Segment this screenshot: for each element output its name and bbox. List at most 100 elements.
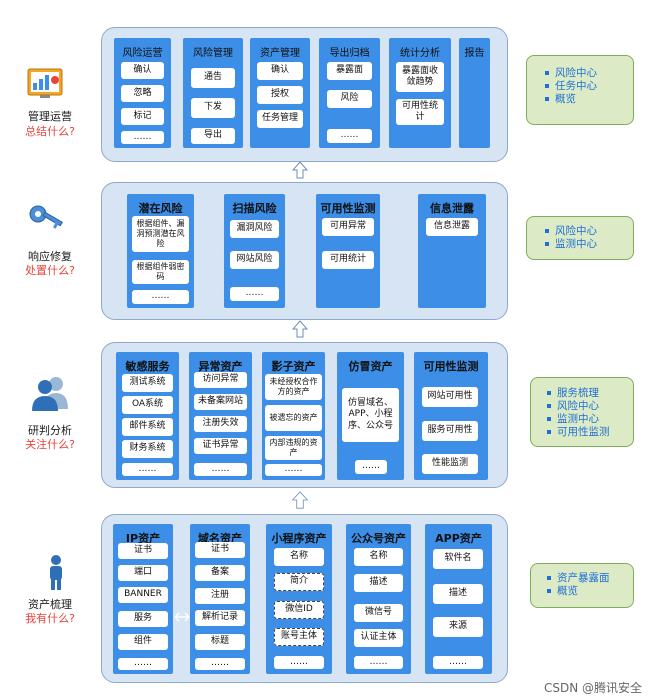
item-box: 确认 — [257, 62, 303, 80]
item-box: 信息泄露 — [426, 218, 478, 236]
item-box: 可用性统计 — [396, 99, 444, 125]
item-box: 访问异常 — [194, 372, 247, 388]
item-box: 微信ID — [274, 601, 324, 619]
item-box: …… — [265, 464, 322, 476]
item-box: 测试系统 — [122, 374, 173, 392]
item-box: 根据组件弱密码 — [132, 260, 189, 284]
item-box: 解析记录 — [195, 610, 245, 626]
item-box: 未备案网站 — [194, 394, 247, 410]
column-shadow-asset: 影子资产 未经授权合作方的资产 被遗忘的资产 内部违规的资产 …… — [262, 352, 325, 480]
output-item: 风险中心 — [545, 67, 633, 80]
layer-title-manage: 管理运营 — [28, 110, 72, 123]
column-availability: 可用性监测 可用异常 可用统计 — [316, 194, 380, 308]
item-box: 确认 — [121, 62, 164, 79]
output-item: 概览 — [547, 585, 633, 598]
column-title: IP资产 — [125, 532, 161, 545]
item-box: 服务可用性 — [422, 421, 478, 441]
layer-question-analyze: 关注什么? — [25, 438, 75, 451]
item-box: 风险 — [327, 90, 372, 108]
column-title: 可用性监测 — [423, 360, 479, 373]
item-box: 导出 — [191, 128, 235, 144]
item-box: 财务系统 — [122, 440, 173, 458]
item-box: 服务 — [118, 611, 168, 627]
item-box: 仿冒域名、APP、小程序、公众号 — [342, 388, 399, 442]
item-box: 备案 — [195, 565, 245, 581]
item-box: 描述 — [433, 584, 483, 604]
double-arrow-icon — [174, 612, 190, 622]
column-risk-manage: 风险管理 通告 下发 导出 — [183, 38, 243, 148]
item-box: 名称 — [274, 548, 324, 566]
up-arrow-icon — [291, 161, 309, 179]
item-box: 可用异常 — [322, 218, 374, 236]
output-box-analyze: 服务梳理 风险中心 监测中心 可用性监测 — [530, 377, 634, 447]
item-box: 简介 — [274, 573, 324, 591]
layer-question-respond: 处置什么? — [25, 264, 75, 277]
output-box-manage: 风险中心 任务中心 概览 — [526, 55, 634, 125]
column-asset-manage: 资产管理 确认 授权 任务管理 — [250, 38, 310, 148]
watermark: CSDN @腾讯安全 — [543, 681, 642, 695]
output-item: 监测中心 — [545, 238, 633, 251]
item-box: …… — [327, 129, 372, 143]
item-box: 授权 — [257, 86, 303, 104]
column-app-asset: APP资产 软件名 描述 来源 …… — [425, 524, 492, 674]
item-box: 证书 — [195, 542, 245, 558]
column-title: 敏感服务 — [125, 360, 170, 373]
item-box: 暴露面收敛趋势 — [396, 62, 444, 92]
item-box: 软件名 — [433, 549, 483, 569]
item-box: 证书异常 — [194, 438, 247, 454]
item-box: 标记 — [121, 108, 164, 125]
item-box: 下发 — [191, 98, 235, 118]
item-box: …… — [433, 656, 483, 669]
layer-title-analyze: 研判分析 — [28, 424, 72, 437]
item-box: 描述 — [354, 574, 403, 592]
column-title: 异常资产 — [198, 360, 243, 373]
item-box: …… — [118, 658, 168, 670]
item-box: 任务管理 — [257, 110, 303, 128]
item-box: 账号主体 — [274, 628, 324, 646]
item-box: 名称 — [354, 548, 403, 566]
item-box: …… — [122, 463, 173, 476]
item-box: 根据组件、漏洞预测潜在风险 — [132, 216, 189, 252]
output-item: 概览 — [545, 93, 633, 106]
item-box: …… — [354, 656, 403, 669]
column-miniprogram-asset: 小程序资产 名称 简介 微信ID 账号主体 …… — [266, 524, 332, 674]
person-icon — [50, 555, 62, 590]
up-arrow-icon — [291, 491, 309, 509]
column-domain-asset: 域名资产 证书 备案 注册 解析记录 标题 …… — [190, 524, 250, 674]
output-item: 风险中心 — [547, 400, 633, 413]
item-box: 内部违规的资产 — [265, 436, 322, 460]
layer-question-manage: 总结什么? — [25, 125, 75, 138]
item-box: …… — [132, 290, 189, 304]
item-box: …… — [274, 656, 324, 669]
item-box: 网站风险 — [230, 251, 279, 269]
item-box: 认证主体 — [354, 629, 403, 647]
item-box: 邮件系统 — [122, 418, 173, 436]
column-ip-asset: IP资产 证书 端口 BANNER 服务 组件 …… — [113, 524, 173, 674]
column-potential-risk: 潜在风险 根据组件、漏洞预测潜在风险 根据组件弱密码 …… — [127, 194, 194, 308]
column-title: 公众号资产 — [351, 532, 406, 545]
item-box: 注册失效 — [194, 416, 247, 432]
output-item: 风险中心 — [545, 225, 633, 238]
column-title: 导出归档 — [329, 48, 370, 59]
item-box: 注册 — [195, 588, 245, 604]
item-box: 端口 — [118, 565, 168, 581]
column-abnormal-asset: 异常资产 访问异常 未备案网站 注册失效 证书异常 …… — [189, 352, 252, 480]
item-box: …… — [355, 460, 387, 474]
item-box: 通告 — [191, 68, 235, 88]
output-item: 监测中心 — [547, 413, 633, 426]
item-box: 漏洞风险 — [230, 220, 279, 238]
output-item: 资产暴露面 — [547, 572, 633, 585]
output-item: 任务中心 — [545, 80, 633, 93]
up-arrow-icon — [291, 320, 309, 338]
output-item: 可用性监测 — [547, 426, 633, 439]
column-title: 统计分析 — [400, 48, 440, 59]
column-title: 信息泄露 — [430, 202, 474, 215]
item-box: BANNER — [118, 587, 168, 603]
item-box: …… — [194, 463, 247, 476]
item-box: 组件 — [118, 634, 168, 650]
output-box-assets: 资产暴露面 概览 — [530, 563, 634, 608]
column-statistics: 统计分析 暴露面收敛趋势 可用性统计 — [389, 38, 451, 148]
item-box: 暴露面 — [327, 62, 372, 80]
item-box: …… — [121, 131, 164, 144]
item-box: 可用统计 — [322, 251, 374, 269]
